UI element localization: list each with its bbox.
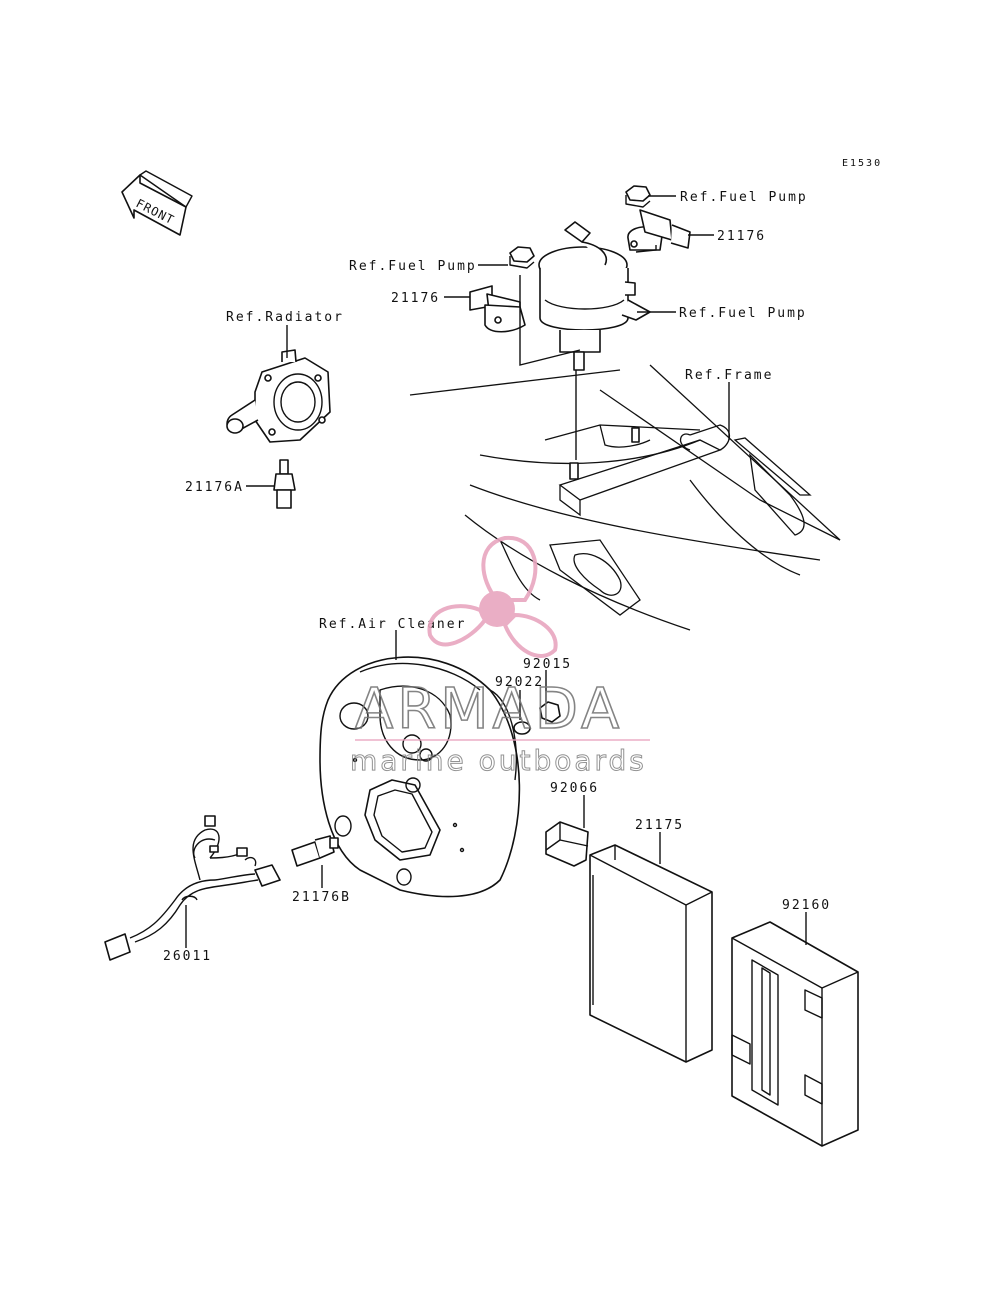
watermark-brand: ARMADA (355, 677, 623, 742)
label-ref-fuel-pump-left: Ref.Fuel Pump (349, 259, 477, 274)
label-part-21176a: 21176A (185, 480, 244, 495)
connector-illustration (545, 821, 589, 867)
label-part-21176-left: 21176 (391, 291, 440, 306)
label-part-92022: 92022 (495, 675, 544, 690)
ecu-illustration (589, 844, 713, 1063)
label-ref-fuel-pump-top: Ref.Fuel Pump (680, 190, 808, 205)
air-cleaner-illustration (319, 656, 521, 898)
label-ref-radiator: Ref.Radiator (226, 310, 344, 325)
front-arrow-icon: FRONT (121, 170, 193, 236)
pressure-sensor-illustration (469, 285, 526, 333)
leader-lines (185, 195, 807, 948)
wire-harness-illustration (104, 815, 281, 961)
label-part-92160: 92160 (782, 898, 831, 913)
label-ref-frame: Ref.Frame (685, 368, 773, 383)
pressure-sensor-illustration (627, 209, 691, 251)
label-part-92066: 92066 (550, 781, 599, 796)
label-part-26011: 26011 (163, 949, 212, 964)
label-part-21176b: 21176B (292, 890, 351, 905)
radiator-fitting-illustration (226, 349, 331, 443)
nut-illustration (625, 185, 651, 208)
temperature-sensor-illustration (273, 459, 296, 509)
label-ref-fuel-pump-right: Ref.Fuel Pump (679, 306, 807, 321)
watermark: ARMADA marine outboards (350, 535, 650, 778)
label-part-21176-top: 21176 (717, 229, 766, 244)
watermark-tagline: marine outboards (350, 744, 647, 777)
diagram-code: E1530 (842, 158, 882, 169)
fuel-pump-illustration (538, 221, 651, 371)
label-part-21175: 21175 (635, 818, 684, 833)
label-part-92015: 92015 (523, 657, 572, 672)
frame-illustration (409, 364, 841, 631)
ecu-cover-illustration (731, 921, 859, 1147)
washer-illustration (513, 721, 531, 735)
propeller-logo-icon (427, 535, 558, 658)
label-ref-air-cleaner: Ref.Air Cleaner (319, 617, 466, 632)
intake-sensor-illustration (291, 835, 339, 867)
nut-illustration (539, 701, 561, 723)
nut-illustration (509, 246, 535, 269)
